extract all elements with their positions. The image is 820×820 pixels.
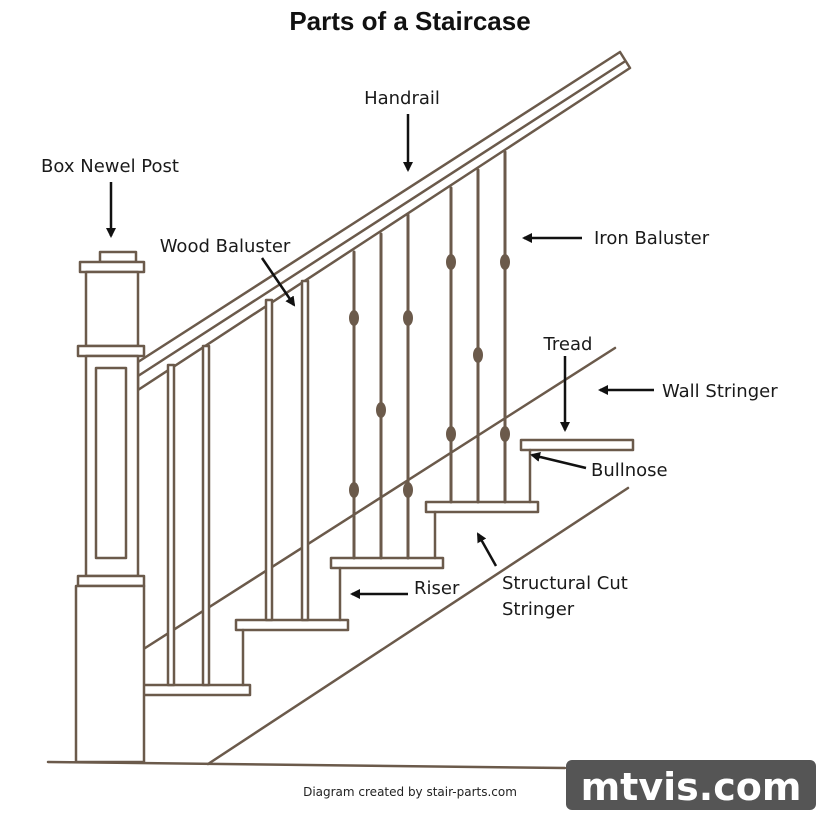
diagram-title: Parts of a Staircase [289,6,530,36]
watermark-text: mtvis.com [581,765,802,809]
wood-baluster [166,363,176,687]
label-box-newel-post: Box Newel Post [41,156,179,177]
wood-baluster-arrow [260,257,296,307]
tread-5-bullnose [519,438,635,452]
watermark-box [566,760,816,810]
label-riser: Riser [414,578,460,599]
label-bullnose: Bullnose [591,460,668,481]
bullnose-arrow [530,452,587,470]
label-iron-baluster: Iron Baluster [594,228,710,249]
iron-balusters [352,150,507,560]
watermark: mtvis.com [566,760,816,810]
callout-arrows [106,114,654,599]
wood-balusters [166,279,310,687]
iron-baluster-knuckles [349,254,510,498]
tread-3 [329,556,445,570]
structural-cut-stringer [206,486,630,766]
tread-4 [424,500,540,514]
label-stringer: Stringer [502,599,575,620]
cut-stringer-arrow [476,532,498,567]
wall-stringer [140,346,617,652]
steps [136,438,635,697]
label-tread: Tread [543,334,593,355]
wood-baluster [264,298,274,622]
label-wall-stringer: Wall Stringer [662,381,778,402]
tread-2 [234,618,350,632]
wood-baluster [300,279,310,622]
label-structural-cut: Structural Cut [502,573,628,594]
label-wood-baluster: Wood Baluster [160,236,291,257]
tread-1 [136,683,252,697]
box-newel-post [74,250,146,764]
diagram-credit: Diagram created by stair-parts.com [303,785,517,799]
label-handrail: Handrail [364,88,440,109]
wood-baluster [201,344,211,687]
